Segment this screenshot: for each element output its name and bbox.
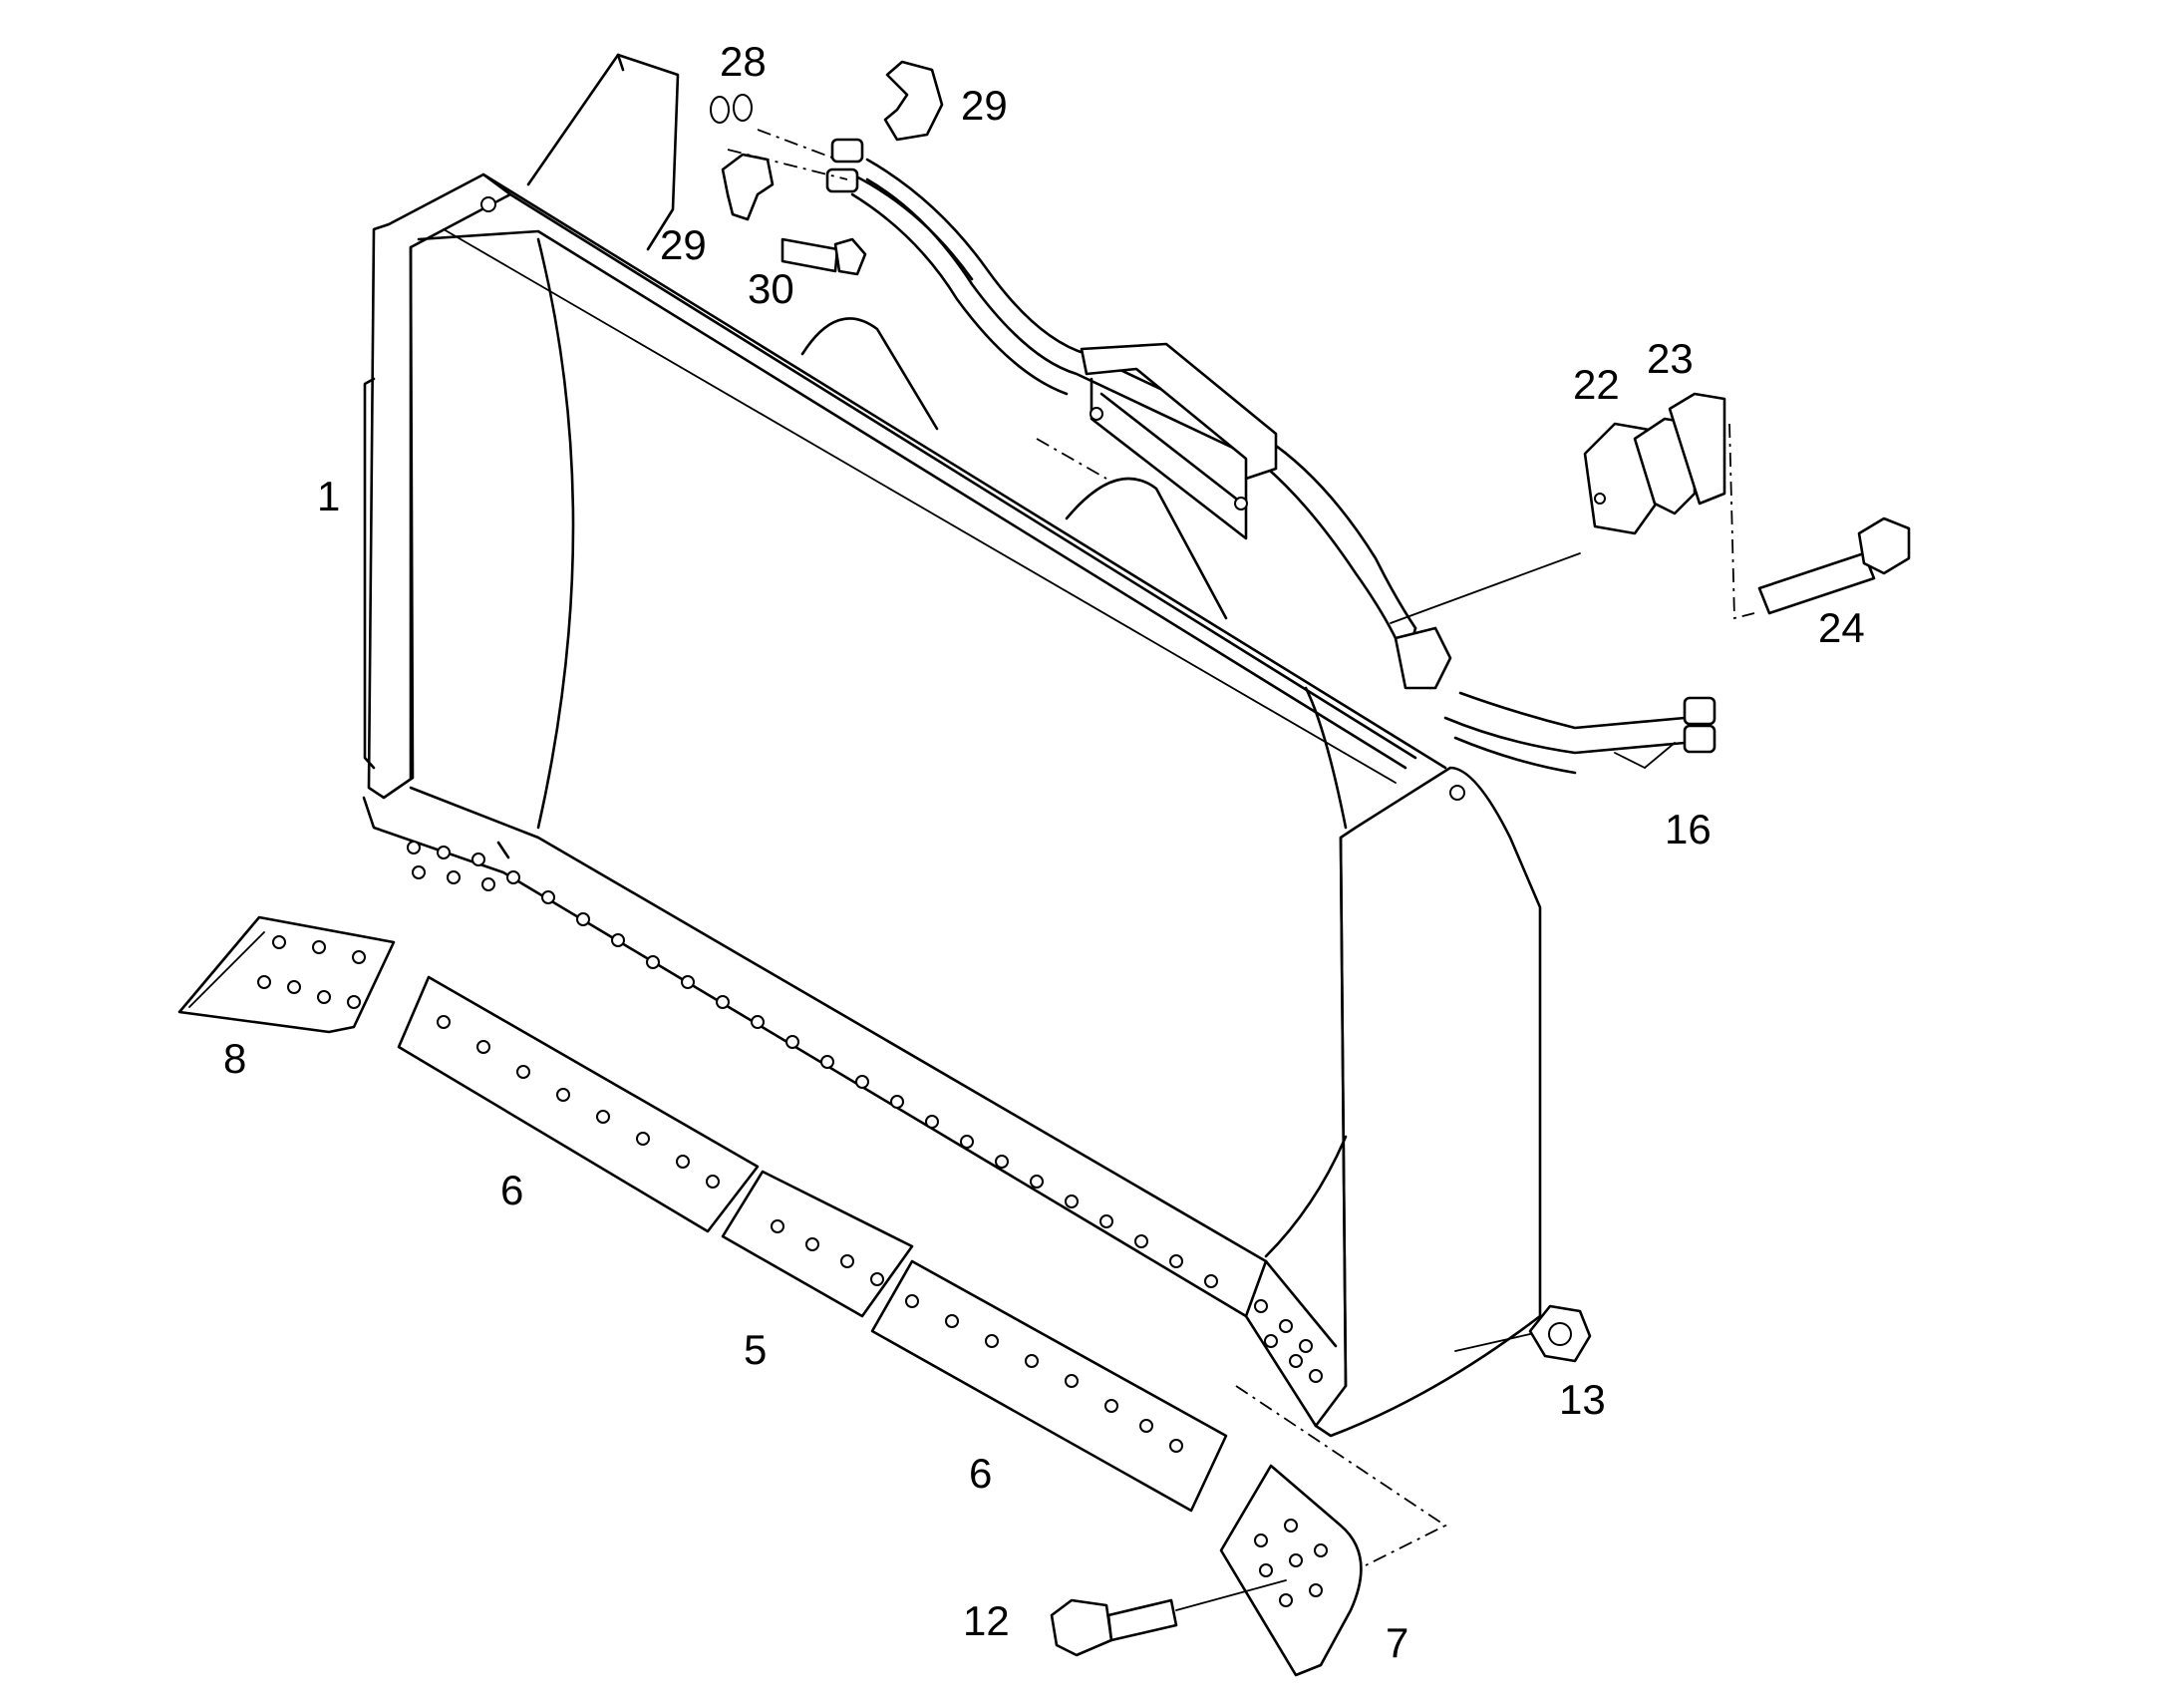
callout-22: 22	[1573, 361, 1620, 408]
callout-labels: 1 5 6 6 7 8 12 13 16 22 23 24 28 29 29 3…	[223, 38, 1865, 1666]
callout-29-top: 29	[961, 82, 1008, 129]
callout-30: 30	[748, 265, 794, 312]
bucket-body	[362, 53, 1542, 1438]
callout-7: 7	[1386, 1619, 1408, 1666]
callout-13: 13	[1559, 1376, 1606, 1423]
fitting-parts-28-29-30	[710, 60, 1447, 1566]
corner-plate-left	[177, 915, 396, 1034]
cutting-edge-segment-6-left	[397, 975, 760, 1233]
callout-12: 12	[963, 1597, 1010, 1644]
cutting-edge-segment-6-right	[870, 1259, 1228, 1513]
nut-13	[1454, 1304, 1592, 1363]
callout-6-left: 6	[500, 1167, 523, 1213]
callout-5: 5	[744, 1326, 767, 1373]
callout-23: 23	[1647, 335, 1694, 382]
cutting-edge-bolt-holes	[407, 841, 1323, 1383]
callout-8: 8	[223, 1035, 246, 1082]
callout-6-right: 6	[969, 1450, 992, 1497]
callout-24: 24	[1818, 604, 1865, 651]
cutting-edge-segment-5	[721, 1170, 914, 1318]
bolt-24	[1757, 516, 1911, 615]
callout-1: 1	[317, 473, 340, 519]
corner-plate-right	[1219, 1464, 1363, 1677]
callout-29-left: 29	[660, 221, 707, 268]
hydraulic-hoses	[825, 138, 1716, 775]
callout-16: 16	[1665, 806, 1712, 852]
bolt-12	[1050, 1579, 1287, 1657]
clamp-22-23	[1390, 392, 1755, 624]
callout-28: 28	[720, 38, 767, 85]
